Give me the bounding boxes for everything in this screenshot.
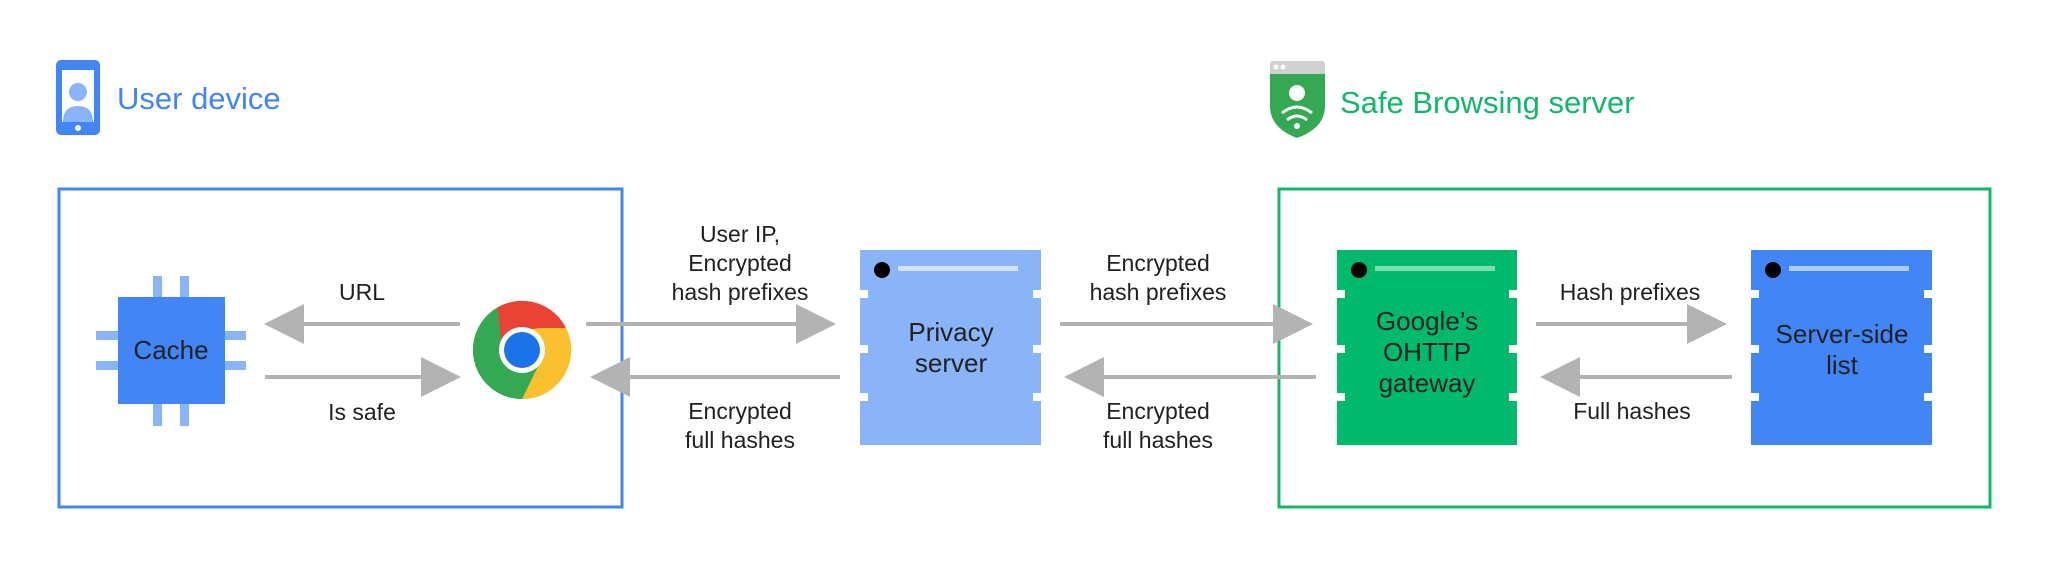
edge-label-from-privacy-1: Encrypted [688,398,792,424]
shield-icon [1270,61,1325,138]
privacy-server-label-1: Privacy [908,317,993,347]
gateway-label-2: OHTTP [1383,337,1471,367]
edge-label-to-gateway-1: Encrypted [1106,250,1210,276]
edge-label-from-list: Full hashes [1573,398,1691,424]
gateway-label-1: Google’s [1376,306,1478,336]
server-list-label-1: Server-side [1776,319,1909,349]
cache-label: Cache [133,335,208,365]
safe-browsing-header: Safe Browsing server [1270,61,1635,138]
ohttp-gateway: Google’s OHTTP gateway [1337,250,1517,445]
edge-label-to-gateway-2: hash prefixes [1090,279,1227,305]
arrows [264,304,1732,397]
privacy-server: Privacy server [860,250,1041,445]
edge-label-to-privacy-2: Encrypted [688,250,792,276]
server-side-list: Server-side list [1751,250,1932,445]
chrome-icon [472,300,572,400]
edge-label-from-gateway-1: Encrypted [1106,398,1210,424]
user-device-title: User device [117,81,281,116]
edge-label-url: URL [339,279,385,305]
chip-icon [96,276,246,426]
edge-label-to-privacy-3: hash prefixes [672,279,809,305]
user-device-header: User device [56,60,281,135]
user-device-group [57,187,624,509]
safe-browsing-title: Safe Browsing server [1340,85,1635,120]
server-list-label-2: list [1826,350,1859,380]
edge-label-from-privacy-2: full hashes [685,427,795,453]
edge-label-is-safe: Is safe [328,399,396,425]
safe-browsing-group [1277,187,1992,509]
phone-user-icon [56,60,100,135]
edge-label-to-list: Hash prefixes [1560,279,1701,305]
cache-chip: Cache [96,276,246,426]
edge-label-to-privacy-1: User IP, [700,221,780,247]
privacy-server-label-2: server [915,348,988,378]
gateway-label-3: gateway [1379,368,1476,398]
edge-label-from-gateway-2: full hashes [1103,427,1213,453]
